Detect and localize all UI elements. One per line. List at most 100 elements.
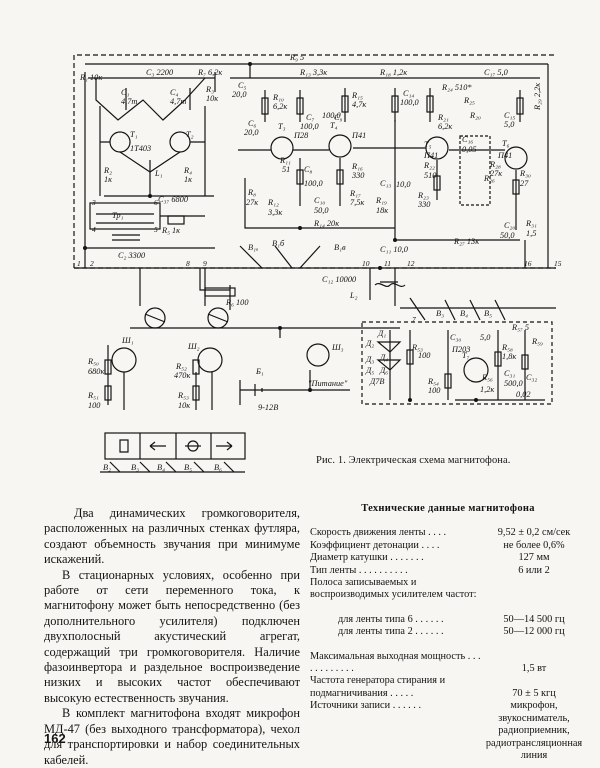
label-d5: Д₅: [365, 366, 374, 375]
node-4: 4: [92, 225, 96, 234]
label-r4: R₄: [183, 166, 192, 175]
label-c15-value: 5,0: [504, 120, 515, 129]
label-r14: R₁₄ 20к: [313, 219, 339, 228]
label-c3: C₃ 2200: [146, 68, 174, 77]
label-c31: C₃₁: [504, 369, 515, 378]
label-r17-value: 7,5к: [350, 198, 364, 207]
label-r53-value: 10к: [178, 401, 190, 410]
label-r53b: R₅₃: [411, 343, 423, 352]
label-r9: R₉ 5: [289, 53, 304, 62]
label-r31-value: 1,5: [526, 229, 536, 238]
label-c4: C₄: [170, 88, 179, 97]
spec-value: 70 ± 5 кгц: [512, 687, 556, 699]
label-r18: R₁₈ 1,2к: [379, 68, 407, 77]
label-c14: C₁₄: [403, 89, 414, 98]
label-l2: L₂: [349, 291, 358, 300]
label-r12: R₁₂: [267, 198, 279, 207]
label-r52-value: 470к: [174, 371, 190, 380]
label-d6: Д₆: [379, 366, 388, 375]
spec-value: микрофон, звукосниматель, радиоприемник,…: [485, 700, 583, 761]
label-t5-type: П41: [423, 151, 438, 160]
label-r31: R₃₁: [525, 219, 537, 228]
label-r13: R₁₃ 3,3к: [299, 68, 327, 77]
node-9: 9: [203, 259, 207, 268]
label-r3-value: 10к: [206, 94, 218, 103]
circuit-schematic: R₉ 5 R₁ 10к C₃ 2200 R₇ 6,2к C₁ 4,7т C₄ 4…: [73, 53, 562, 473]
label-c11: C₁₁ 10,0: [380, 245, 409, 254]
label-t2: T₂: [186, 130, 194, 139]
spec-label: Скорость движения ленты . . . .: [310, 527, 447, 539]
spec-value: 127 мм: [518, 552, 550, 564]
node-8: 8: [186, 259, 190, 268]
label-r8: R₈: [247, 188, 256, 197]
label-c8-value: 100,0: [304, 179, 324, 188]
label-r23-value: 330: [417, 200, 431, 209]
label-r53: R₅₃: [177, 391, 189, 400]
label-b1c: B₁в: [334, 243, 346, 252]
label-r26: R₂₆: [483, 174, 495, 183]
node-16: 16: [524, 259, 532, 268]
spec-label: Частота генератора стирания и подмагничи…: [310, 675, 446, 699]
label-c32: C₃₂: [526, 373, 537, 382]
spec-row: Скорость движения ленты . . . . 9,52 ± 0…: [310, 527, 586, 539]
label-c1: C₁: [121, 88, 130, 97]
label-t4-type: П41: [351, 131, 366, 140]
label-r30-value: 27: [520, 179, 529, 188]
label-r12-value: 3,3к: [267, 208, 282, 217]
label-c14-value: 100,0: [400, 98, 420, 107]
label-r21: R₂₁: [437, 113, 449, 122]
spec-label: Коэффициент детонации . . . .: [310, 539, 440, 551]
switch-label-b4: B₄: [157, 463, 165, 472]
label-r27: R₂₇ 13к: [453, 237, 479, 246]
node-1: 1: [77, 259, 81, 268]
switch-label-b3: B₃: [131, 463, 139, 472]
label-c16: C₁₆: [462, 135, 473, 144]
label-r4-value: 1к: [184, 175, 192, 184]
label-r3: R₃: [205, 85, 214, 94]
spec-value: 50—12 000 гц: [503, 626, 565, 638]
specs-table: Технические данные магнитофона Скорость …: [310, 503, 586, 762]
label-r15: R₁₅: [351, 91, 363, 100]
label-r50-value: 680к: [88, 367, 104, 376]
label-r7: R₇ 6,2к: [197, 68, 222, 77]
node-5: 5: [154, 225, 158, 234]
label-r25: R₂₅: [463, 96, 475, 105]
label-r21-value: 6,2к: [438, 122, 452, 131]
label-c7: C₇: [306, 113, 315, 122]
node-7: 7: [412, 315, 416, 324]
spec-label: для ленты типа 2 . . . . . .: [338, 626, 444, 638]
specs-title: Технические данные магнитофона: [361, 503, 535, 514]
label-t3-type: П28: [293, 131, 309, 140]
label-r56: R₅₆: [481, 373, 493, 382]
label-c9-value: 100,0: [322, 111, 342, 120]
label-r11-value: 51: [282, 165, 290, 174]
node-15: 15: [554, 259, 562, 268]
spec-row: для ленты типа 2 . . . . . . 50—12 000 г…: [310, 626, 586, 638]
label-d3: Д₃: [365, 355, 374, 364]
switch-label-b6: B₆: [214, 463, 222, 472]
label-c17: C₁₇ 5,0: [484, 68, 509, 77]
node-11: 11: [384, 259, 391, 268]
spec-label: Диаметр катушки . . . . . . .: [310, 552, 424, 564]
switch-label-b5: B₅: [184, 463, 192, 472]
label-b5: B₅: [484, 309, 492, 318]
label-t1: T₁: [130, 130, 138, 139]
label-sh2: Ш₂: [187, 342, 200, 351]
article-paragraph: В стационарных условиях, особенно при ра…: [44, 567, 300, 705]
label-c6: C₆: [248, 119, 257, 128]
figure-caption: Рис. 1. Электрическая схема магнитофона.: [316, 455, 511, 466]
label-r24: R₂₄ 510*: [441, 83, 472, 92]
label-t3: T₃: [278, 122, 286, 131]
label-r23: R₂₃: [417, 191, 429, 200]
label-r52: R₅₂: [175, 362, 187, 371]
label-b1a: B₁ₐ: [248, 243, 259, 252]
label-t6-type: П41: [497, 151, 512, 160]
label-d1: Д₁: [377, 329, 386, 338]
label-c15: C₁₅: [504, 111, 515, 120]
label-r51: R₅₁: [87, 391, 99, 400]
label-c4-value: 4,7т: [170, 97, 186, 106]
label-t1-type: 1Т403: [130, 144, 151, 153]
label-c30: C₃₀: [450, 333, 461, 342]
spec-value: 9,52 ± 0,2 см/сек: [497, 527, 571, 539]
label-c31-value: 500,0: [504, 379, 524, 388]
